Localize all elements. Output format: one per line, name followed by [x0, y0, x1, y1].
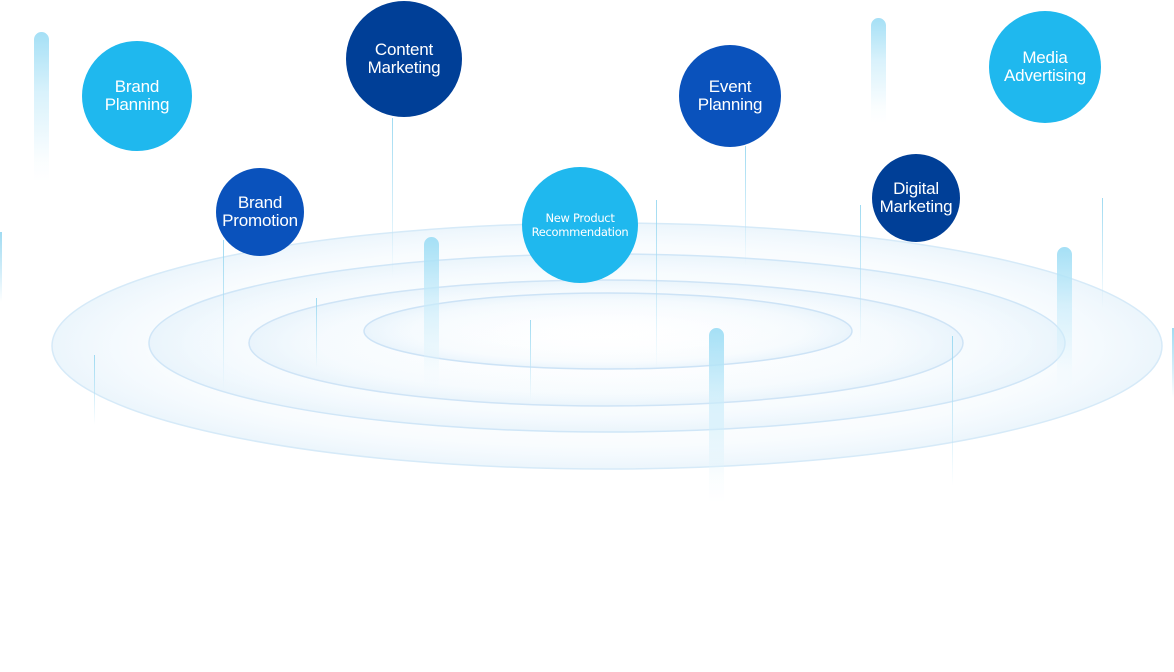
light-line	[316, 298, 317, 368]
bubble-label: Event Planning	[697, 77, 763, 114]
bubble-label: Brand Promotion	[222, 193, 298, 230]
light-bar	[424, 237, 439, 392]
light-line	[860, 205, 861, 345]
light-line	[1172, 328, 1174, 398]
bubble-label: Digital Marketing	[879, 179, 953, 216]
light-line	[745, 146, 746, 266]
light-line	[223, 240, 224, 390]
light-bar	[871, 18, 886, 123]
light-line	[392, 118, 393, 278]
light-line	[1102, 198, 1103, 308]
light-line	[94, 355, 95, 425]
light-line	[530, 320, 531, 400]
bubble-label: Brand Planning	[104, 77, 170, 114]
light-line	[0, 232, 2, 302]
bubble-digital-marketing[interactable]: Digital Marketing	[872, 154, 960, 242]
light-line	[952, 336, 953, 486]
bubble-brand-promotion[interactable]: Brand Promotion	[216, 168, 304, 256]
light-line	[656, 200, 657, 370]
bubble-media-advertising[interactable]: Media Advertising	[989, 11, 1101, 123]
bubble-label: Media Advertising	[1004, 48, 1086, 85]
bubble-label: New Product Recommendation	[531, 211, 629, 239]
light-bar	[1057, 247, 1072, 392]
bubble-brand-planning[interactable]: Brand Planning	[82, 41, 192, 151]
bubble-new-product-recommendation[interactable]: New Product Recommendation	[522, 167, 638, 283]
bubble-label: Content Marketing	[367, 40, 441, 77]
ring-inner	[363, 292, 853, 370]
bubble-content-marketing[interactable]: Content Marketing	[346, 1, 462, 117]
light-bar	[709, 328, 724, 503]
light-bar	[34, 32, 49, 182]
bubble-event-planning[interactable]: Event Planning	[679, 45, 781, 147]
